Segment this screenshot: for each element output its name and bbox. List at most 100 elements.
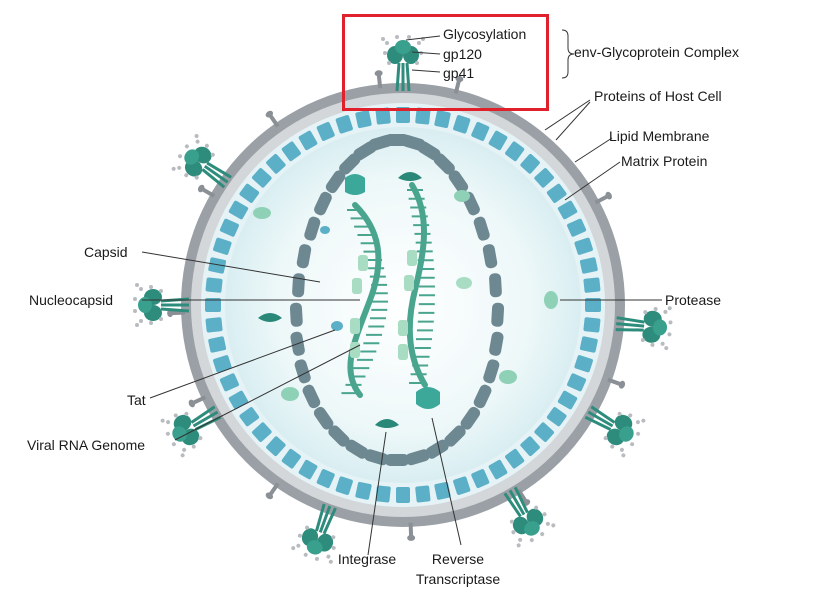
matrix-block	[219, 218, 239, 237]
matrix-block	[396, 487, 410, 503]
capsid	[289, 134, 505, 466]
reverse-transcriptase-bottom-shape	[416, 387, 440, 409]
matrix-enzyme-1	[258, 313, 282, 322]
matrix-block	[205, 298, 221, 312]
label-viral-rna: Viral RNA Genome	[27, 437, 146, 453]
matrix-block	[298, 459, 318, 480]
matrix-block	[335, 115, 353, 134]
matrix-block	[579, 336, 598, 353]
label-env-complex: env-Glycoprotein Complex	[574, 44, 739, 60]
env-glycoproteins	[133, 35, 673, 564]
capsid-block	[460, 406, 481, 430]
matrix-block	[534, 168, 555, 188]
matrix-block	[375, 485, 391, 503]
env-glycoprotein-icon	[291, 503, 337, 564]
matrix-block	[415, 485, 431, 503]
host-protein-icon	[188, 395, 207, 408]
label-matrix-protein: Matrix Protein	[621, 153, 708, 169]
matrix-block	[316, 121, 335, 141]
matrix-block	[574, 237, 593, 255]
matrix-block	[316, 469, 335, 489]
capsid-block	[304, 216, 321, 241]
capsid-block	[489, 331, 504, 356]
capsid-block	[339, 153, 361, 175]
integrase-bottom-shape	[375, 419, 399, 428]
env-glycoprotein-icon	[171, 134, 232, 189]
matrix-block	[266, 153, 286, 174]
highlight-box	[342, 14, 549, 111]
label-protease: Protease	[665, 292, 722, 308]
env-glycoprotein-icon	[615, 306, 673, 351]
matrix-block	[520, 153, 540, 174]
env-glycoprotein-icon	[160, 405, 222, 458]
matrix-block	[567, 373, 587, 392]
capsid-block	[289, 302, 303, 327]
matrix-block	[488, 130, 508, 151]
rna-bases	[341, 189, 435, 395]
matrix-enzyme-3	[454, 190, 470, 202]
matrix-block	[375, 107, 391, 125]
capsid-block	[491, 302, 505, 327]
capsid-block	[489, 273, 502, 298]
internal-enzymes	[253, 172, 558, 428]
capsid-block	[313, 406, 334, 430]
leader-lines	[141, 29, 662, 556]
label-gp41: gp41	[443, 65, 475, 81]
capsid-block	[385, 454, 409, 466]
matrix-block	[251, 168, 272, 188]
matrix-block	[546, 407, 567, 427]
matrix-block	[219, 373, 239, 392]
matrix-block	[239, 183, 260, 203]
label-transcriptase: Transcriptase	[415, 571, 501, 587]
matrix-block	[281, 448, 301, 469]
matrix-block	[583, 317, 601, 333]
host-protein-icon	[407, 522, 416, 541]
label-integrase: Integrase	[337, 551, 397, 567]
label-capsid: Capsid	[84, 244, 128, 260]
host-protein-icon	[265, 482, 280, 500]
matrix-block	[434, 110, 451, 129]
matrix-block	[534, 422, 555, 442]
env-glycoprotein-icon	[133, 283, 190, 327]
matrix-block	[355, 110, 372, 129]
matrix-block	[546, 183, 567, 203]
host-protein-icon	[607, 377, 626, 389]
matrix-block	[574, 355, 593, 373]
env-glycoprotein-icon	[503, 486, 556, 548]
host-protein-icon	[594, 191, 612, 205]
capsid-block	[444, 425, 466, 447]
capsid-block	[314, 191, 332, 216]
matrix-protein-layer	[205, 107, 601, 503]
matrix-block	[208, 257, 227, 274]
label-tat: Tat	[127, 392, 146, 408]
matrix-enzyme-7	[320, 226, 330, 234]
capsid-block	[473, 384, 492, 409]
capsid-block	[368, 134, 393, 151]
matrix-block	[205, 277, 223, 293]
env-glycoprotein-icon	[381, 35, 425, 92]
matrix-block	[239, 407, 260, 427]
capsid-block	[417, 141, 441, 161]
label-glycosylation: Glycosylation	[443, 26, 527, 42]
capsid-block	[448, 170, 469, 194]
matrix-enzyme-4	[456, 277, 472, 289]
viral-rna-genome	[347, 182, 428, 398]
label-nucleocapsid: Nucleocapsid	[29, 292, 114, 308]
matrix-block	[335, 476, 353, 495]
label-lipid-membrane: Lipid Membrane	[609, 128, 710, 144]
matrix-block	[585, 298, 601, 312]
matrix-block	[434, 481, 451, 500]
matrix-block	[453, 115, 471, 134]
matrix-block	[415, 107, 431, 125]
matrix-block	[505, 448, 525, 469]
label-gp120: gp120	[443, 46, 482, 62]
matrix-block	[251, 422, 272, 442]
protease-shape	[544, 291, 558, 309]
host-protein-icon	[453, 75, 464, 94]
matrix-block	[471, 469, 490, 489]
matrix-enzyme-6	[499, 370, 517, 384]
matrix-block	[453, 476, 471, 495]
host-protein-icon	[265, 110, 280, 128]
host-protein-icon	[197, 184, 216, 198]
